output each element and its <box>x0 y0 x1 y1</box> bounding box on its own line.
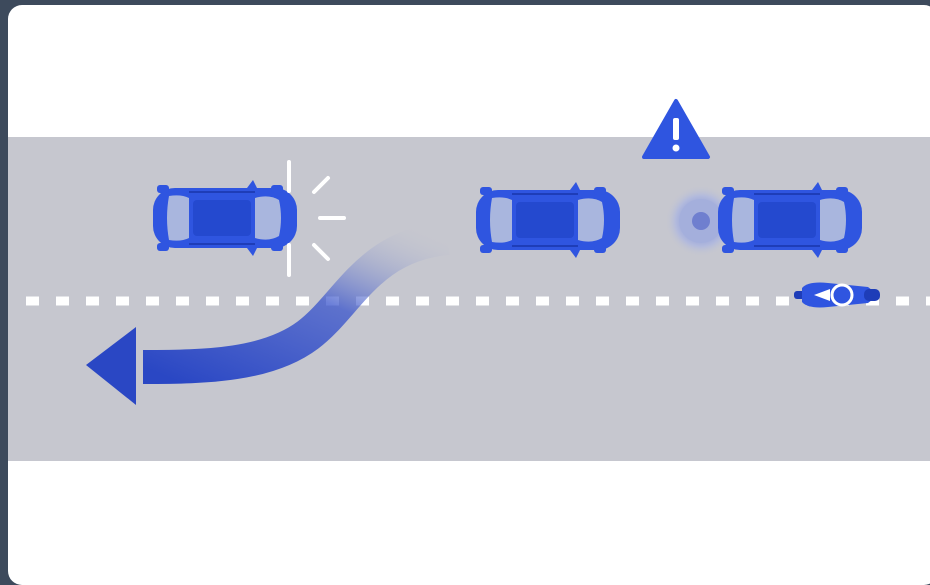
traffic-scene <box>8 5 930 584</box>
car-middle <box>476 182 620 258</box>
warning-triangle-icon <box>644 101 708 157</box>
car-right <box>718 182 862 258</box>
illustration-card <box>8 5 930 585</box>
car-left <box>153 180 297 256</box>
